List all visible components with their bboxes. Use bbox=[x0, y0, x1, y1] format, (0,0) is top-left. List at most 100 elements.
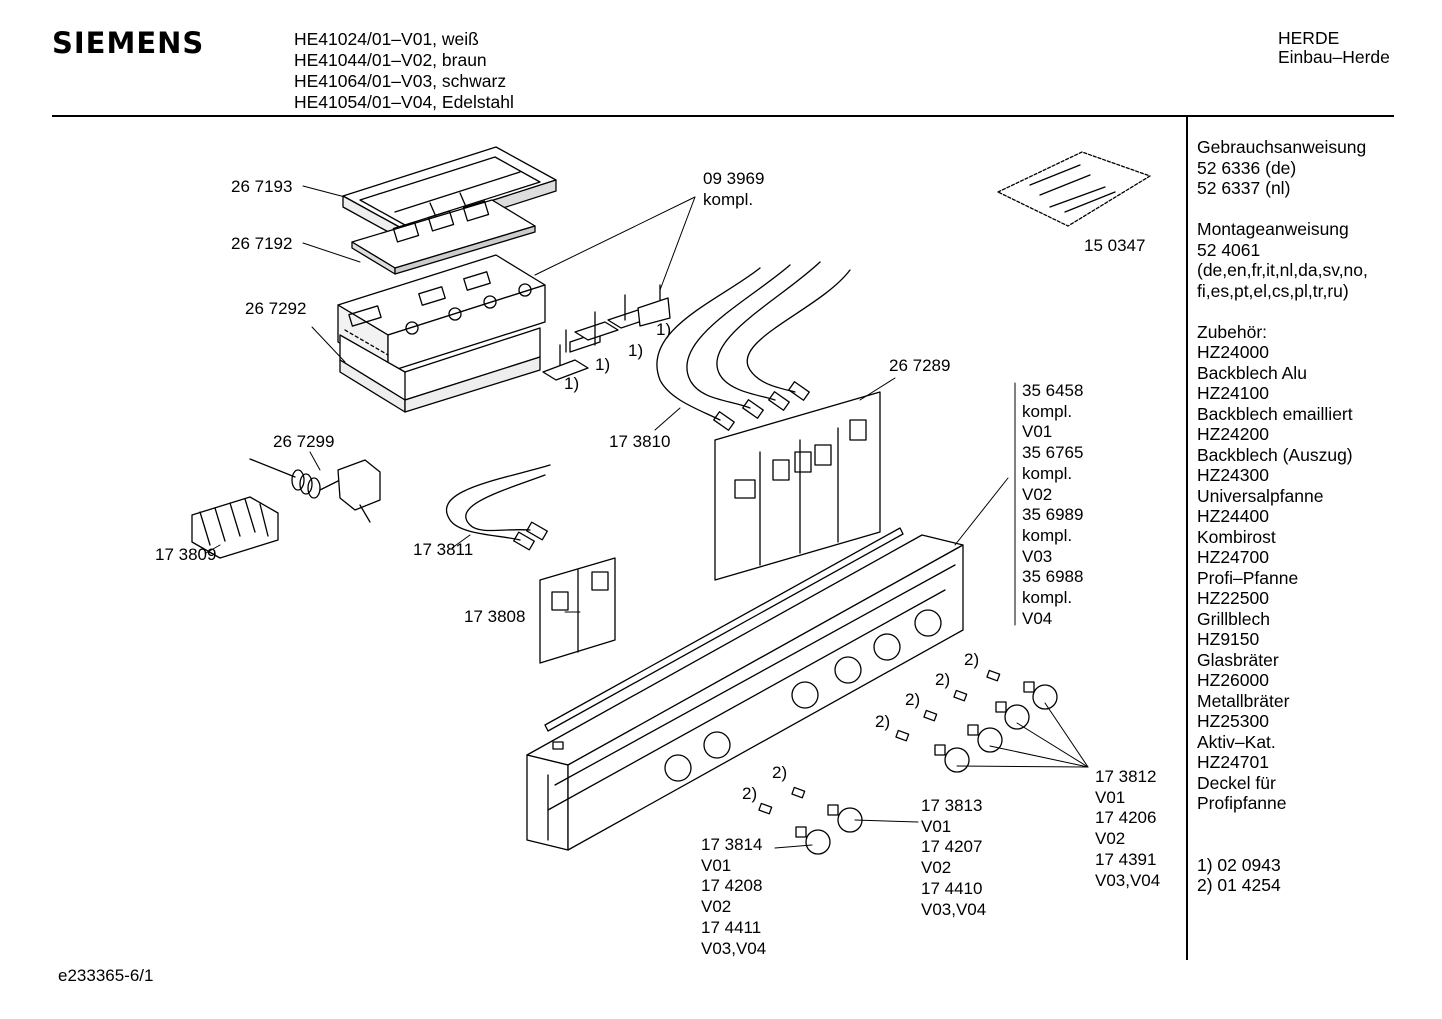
leader-lines bbox=[205, 185, 1089, 849]
manual-block: Gebrauchsanweisung 52 6336 (de) 52 6337 … bbox=[1197, 137, 1368, 199]
sidebar-line: Deckel für bbox=[1197, 772, 1276, 793]
sidebar-line: (de,en,fr,it,nl,da,sv,no, bbox=[1197, 260, 1368, 280]
model-list: HE41024/01–V01, weiß HE41044/01–V02, bra… bbox=[294, 29, 514, 113]
part-label: 15 0347 bbox=[1084, 236, 1146, 255]
part-label: 35 6989 bbox=[1022, 505, 1084, 525]
sidebar-line: Profipfanne bbox=[1197, 793, 1287, 813]
part-label: kompl. bbox=[1022, 463, 1073, 483]
sidebar-line: 2) 01 4254 bbox=[1197, 875, 1281, 895]
part-label: kompl. bbox=[703, 189, 754, 209]
footnote-marker: 2) bbox=[742, 784, 758, 803]
sidebar-line: Aktiv–Kat. bbox=[1197, 731, 1276, 752]
category-line: HERDE bbox=[1278, 28, 1340, 48]
footnote-marker: 1) bbox=[656, 320, 672, 339]
footnote-marker: 1) bbox=[595, 355, 611, 374]
mounting-block: Montageanweisung 52 4061 (de,en,fr,it,nl… bbox=[1197, 219, 1368, 301]
part-label: 17 3813 bbox=[921, 796, 983, 815]
knob-mid-label-group: 17 3813 V01 17 4207 V02 17 4410 V03,V04 bbox=[921, 796, 986, 920]
sidebar-line: Gebrauchsanweisung bbox=[1197, 137, 1367, 157]
part-label: 17 3809 bbox=[155, 545, 217, 564]
category-label: HERDE Einbau–Herde bbox=[1278, 29, 1390, 67]
switch-block-drawing bbox=[337, 254, 546, 413]
model-line: HE41024/01–V01, weiß bbox=[294, 29, 479, 49]
part-label: 35 6765 bbox=[1022, 443, 1084, 463]
category-line: Einbau–Herde bbox=[1278, 47, 1390, 67]
sidebar-line: Profi–Pfanne bbox=[1197, 567, 1299, 588]
part-label-group: 09 3969 kompl. bbox=[703, 169, 764, 210]
sidebar-line: 52 6336 (de) bbox=[1197, 157, 1297, 178]
part-label: V01 bbox=[1022, 422, 1053, 442]
part-label: V02 bbox=[1022, 484, 1053, 504]
part-label: V01 bbox=[921, 816, 952, 836]
model-line: HE41054/01–V04, Edelstahl bbox=[294, 92, 514, 112]
part-label: 17 3814 bbox=[701, 835, 763, 854]
diagram-code: e233365-6/1 bbox=[58, 966, 154, 985]
knob-right-label-group: 17 3812 V01 17 4206 V02 17 4391 V03,V04 bbox=[1095, 767, 1160, 891]
sidebar-line: HZ24400 bbox=[1197, 506, 1269, 526]
footnotes-block: 1) 02 0943 2) 01 4254 bbox=[1197, 855, 1368, 896]
connector-block-drawing bbox=[191, 496, 279, 559]
sidebar-line: HZ24300 bbox=[1197, 465, 1269, 485]
board-small-drawing bbox=[539, 557, 616, 664]
sidebar-line: 1) 02 0943 bbox=[1197, 854, 1281, 875]
part-label: 17 4410 bbox=[921, 878, 983, 898]
sidebar-line: HZ22500 bbox=[1197, 588, 1269, 608]
wire-harness-large-drawing bbox=[656, 261, 851, 431]
sidebar-line: Kombirost bbox=[1197, 526, 1276, 547]
sidebar-line: Zubehör: bbox=[1197, 321, 1268, 342]
sidebar-line: 52 4061 bbox=[1197, 239, 1261, 260]
control-panel-drawing bbox=[526, 527, 964, 851]
part-label: V01 bbox=[701, 855, 732, 875]
part-label: 17 4208 bbox=[701, 876, 763, 896]
sidebar-line: HZ24700 bbox=[1197, 547, 1269, 567]
header-divider bbox=[52, 115, 1394, 117]
part-label: 17 4206 bbox=[1095, 808, 1157, 828]
sidebar-line: fi,es,pt,el,cs,pl,tr,ru) bbox=[1197, 280, 1349, 301]
thermostat-drawing bbox=[249, 458, 381, 523]
brand-logo: SIEMENS bbox=[52, 26, 205, 60]
part-label: kompl. bbox=[1022, 588, 1073, 608]
part-label: 17 3812 bbox=[1095, 767, 1157, 786]
part-label: 17 3810 bbox=[609, 432, 671, 451]
part-label: V03,V04 bbox=[701, 938, 767, 958]
screw-bag-drawing bbox=[997, 151, 1151, 227]
part-label: 26 7292 bbox=[245, 299, 307, 318]
part-label: 09 3969 bbox=[703, 169, 765, 188]
part-label: V02 bbox=[921, 858, 952, 878]
sidebar-line: HZ24100 bbox=[1197, 383, 1269, 403]
small-switches-drawing bbox=[542, 284, 671, 381]
sidebar-line: HZ24701 bbox=[1197, 752, 1269, 772]
part-label: kompl. bbox=[1022, 525, 1073, 545]
part-label: 26 7192 bbox=[231, 234, 293, 253]
accessories-block: Zubehör: HZ24000 Backblech Alu HZ24100 B… bbox=[1197, 322, 1368, 814]
footnote-marker: 2) bbox=[905, 690, 921, 709]
sidebar-line: HZ25300 bbox=[1197, 711, 1269, 731]
part-label: V03,V04 bbox=[921, 899, 987, 919]
knob-left-label-group: 17 3814 V01 17 4208 V02 17 4411 V03,V04 bbox=[701, 835, 766, 959]
model-line: HE41064/01–V03, schwarz bbox=[294, 71, 507, 91]
sidebar-line: Glasbräter bbox=[1197, 649, 1279, 670]
knobs-drawing bbox=[758, 669, 1058, 855]
part-label: 17 3808 bbox=[464, 607, 526, 626]
sidebar-line: 52 6337 (nl) bbox=[1197, 178, 1291, 198]
part-label: 26 7193 bbox=[231, 177, 293, 196]
panel-label-group: 35 6458 kompl. V01 35 6765 kompl. V02 35… bbox=[1022, 381, 1083, 629]
part-label: V02 bbox=[701, 897, 732, 917]
sidebar-line: HZ9150 bbox=[1197, 629, 1260, 649]
footnote-marker: 1) bbox=[628, 341, 644, 360]
sidebar-line: Backblech emailliert bbox=[1197, 403, 1353, 424]
part-label: V03,V04 bbox=[1095, 870, 1161, 890]
part-label: V03 bbox=[1022, 546, 1053, 566]
part-label: V02 bbox=[1095, 829, 1126, 849]
footnote-marker: 2) bbox=[772, 763, 788, 782]
accessory-sidebar: Gebrauchsanweisung 52 6336 (de) 52 6337 … bbox=[1197, 137, 1368, 896]
part-label: V01 bbox=[1095, 787, 1126, 807]
part-label: 17 4411 bbox=[701, 917, 762, 937]
part-label: 26 7299 bbox=[273, 432, 335, 451]
wire-harness-small-drawing bbox=[446, 464, 551, 551]
footnote-marker: 2) bbox=[964, 650, 980, 669]
footnote-marker: 2) bbox=[875, 712, 891, 731]
sidebar-line: HZ26000 bbox=[1197, 670, 1269, 690]
part-label: 17 4207 bbox=[921, 837, 983, 857]
